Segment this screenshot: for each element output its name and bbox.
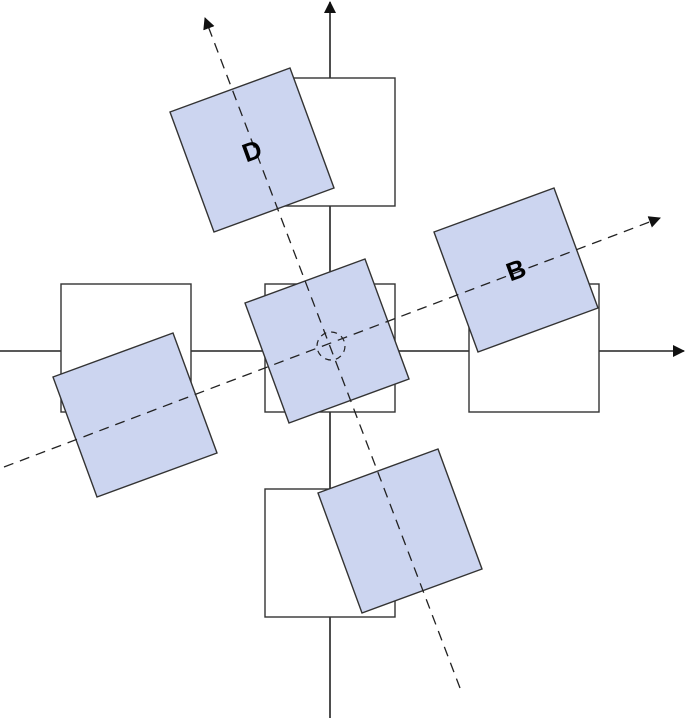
rotated-tile-top <box>169 67 335 233</box>
rotated-tile-center <box>244 258 410 424</box>
rotated-axis-dashed-1 <box>3 216 661 468</box>
rotated-tile-right <box>433 187 599 353</box>
rotation-center-marker <box>316 331 346 361</box>
rotated-tile-bottom <box>317 448 483 614</box>
rotated-tile-left <box>52 332 218 498</box>
rotated-axis-dashed-2 <box>203 17 461 689</box>
